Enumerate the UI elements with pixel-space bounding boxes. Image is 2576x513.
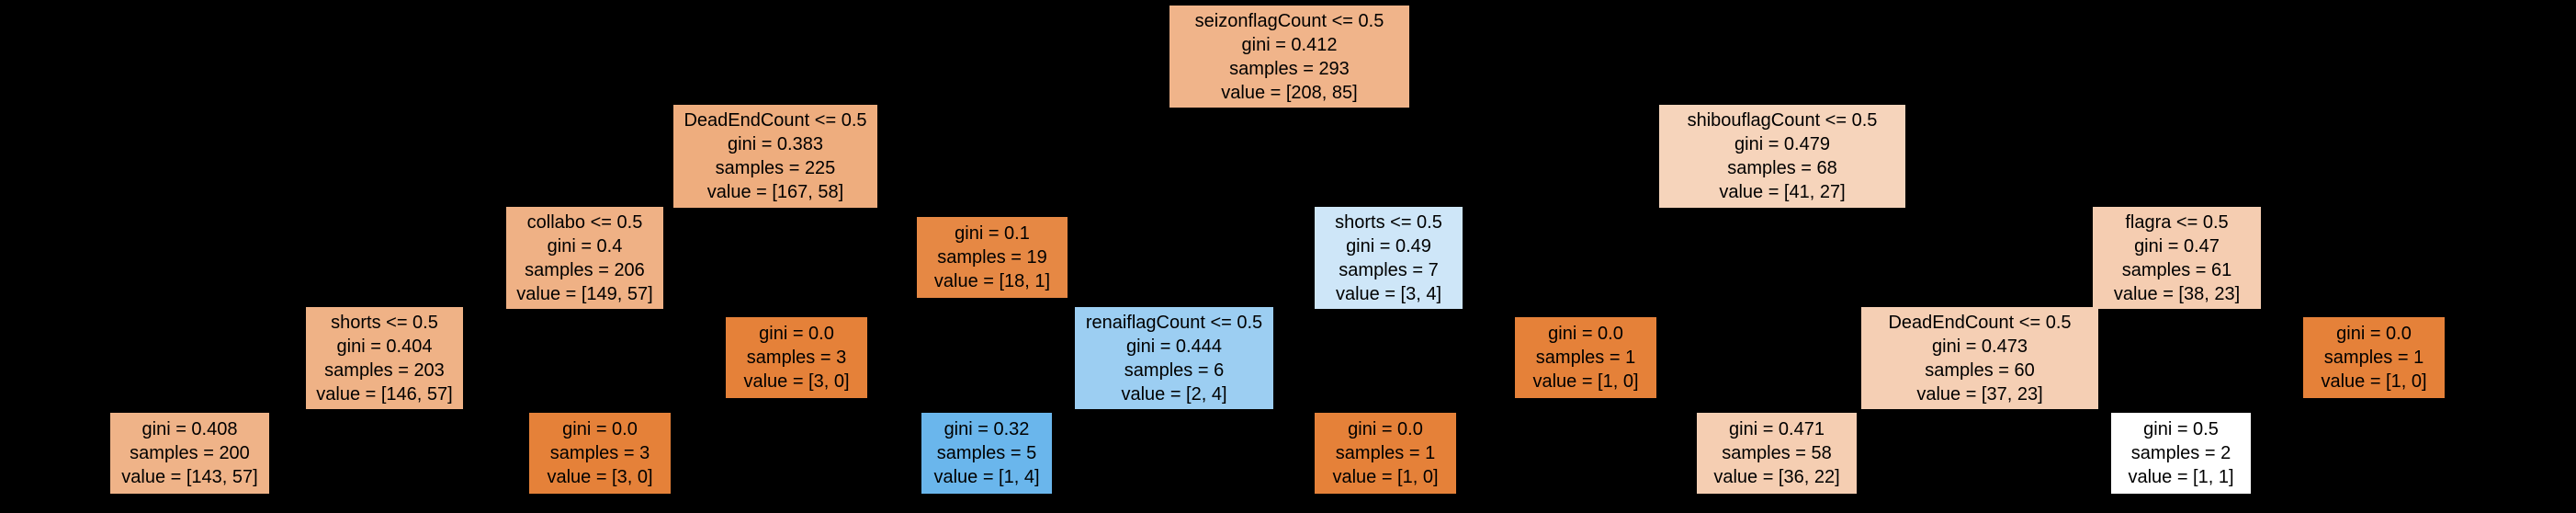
node-gini: gini = 0.0 bbox=[2336, 324, 2412, 344]
node-gini: gini = 0.479 bbox=[1734, 134, 1830, 154]
tree-node-leaf-gini-0-0-samples-1-bottom: gini = 0.0 samples = 1 value = [1, 0] bbox=[1315, 413, 1456, 494]
tree-node-leaf-gini-0-471: gini = 0.471 samples = 58 value = [36, 22] bbox=[1697, 413, 1857, 494]
node-samples: samples = 225 bbox=[715, 158, 836, 178]
tree-node-leaf-gini-0-32: gini = 0.32 samples = 5 value = [1, 4] bbox=[921, 413, 1052, 494]
node-gini: gini = 0.0 bbox=[1348, 419, 1423, 439]
tree-node-leaf-gini-0-0-samples-3-mid: gini = 0.0 samples = 3 value = [3, 0] bbox=[726, 317, 867, 398]
node-samples: samples = 200 bbox=[130, 443, 250, 463]
node-value: value = [1, 4] bbox=[933, 467, 1040, 487]
tree-node-root-seizonflagcount: seizonflagCount <= 0.5 gini = 0.412 sample… bbox=[1169, 6, 1409, 108]
node-samples: samples = 3 bbox=[746, 348, 847, 368]
node-value: value = [1, 0] bbox=[2321, 371, 2427, 392]
node-value: value = [149, 57] bbox=[516, 283, 653, 304]
node-samples: samples = 6 bbox=[1124, 359, 1225, 381]
node-samples: samples = 58 bbox=[1722, 443, 1832, 463]
node-gini: gini = 0.444 bbox=[1126, 336, 1222, 357]
tree-node-leaf-gini-0-408: gini = 0.408 samples = 200 value = [143, 5… bbox=[110, 413, 269, 494]
node-gini: gini = 0.5 bbox=[2143, 419, 2219, 439]
node-value: value = [143, 57] bbox=[121, 467, 258, 487]
node-gini: gini = 0.404 bbox=[336, 336, 433, 357]
node-split-condition: collabo <= 0.5 bbox=[526, 211, 643, 233]
node-gini: gini = 0.49 bbox=[1346, 235, 1431, 256]
node-samples: samples = 203 bbox=[324, 359, 445, 381]
node-gini: gini = 0.0 bbox=[1548, 324, 1623, 344]
node-samples: samples = 19 bbox=[937, 247, 1047, 268]
node-gini: gini = 0.1 bbox=[955, 223, 1030, 244]
node-value: value = [2, 4] bbox=[1121, 383, 1227, 405]
node-value: value = [208, 85] bbox=[1221, 82, 1358, 103]
node-split-condition: DeadEndCount <= 0.5 bbox=[684, 110, 867, 131]
node-value: value = [1, 0] bbox=[1532, 371, 1639, 392]
node-samples: samples = 1 bbox=[1535, 348, 1636, 368]
node-split-condition: shorts <= 0.5 bbox=[331, 312, 438, 333]
node-gini: gini = 0.412 bbox=[1241, 34, 1338, 55]
node-gini: gini = 0.32 bbox=[943, 419, 1030, 439]
node-samples: samples = 206 bbox=[525, 259, 645, 280]
node-gini: gini = 0.47 bbox=[2134, 235, 2220, 256]
tree-node-leaf-gini-0-0-samples-1-mid: gini = 0.0 samples = 1 value = [1, 0] bbox=[1515, 317, 1656, 398]
node-samples: samples = 5 bbox=[936, 443, 1037, 463]
node-samples: samples = 61 bbox=[2121, 259, 2232, 280]
node-samples: samples = 7 bbox=[1339, 259, 1439, 280]
node-gini: gini = 0.473 bbox=[1932, 336, 2028, 357]
node-value: value = [38, 23] bbox=[2113, 283, 2241, 304]
node-split-condition: flagra <= 0.5 bbox=[2125, 211, 2229, 233]
tree-node-leaf-gini-0-0-samples-3-bottom: gini = 0.0 samples = 3 value = [3, 0] bbox=[529, 413, 671, 494]
node-samples: samples = 60 bbox=[1925, 359, 2035, 381]
node-split-condition: DeadEndCount <= 0.5 bbox=[1888, 312, 2072, 333]
node-value: value = [1, 1] bbox=[2128, 467, 2234, 487]
node-value: value = [146, 57] bbox=[316, 383, 453, 405]
node-value: value = [1, 0] bbox=[1332, 467, 1439, 487]
node-value: value = [3, 4] bbox=[1335, 283, 1442, 304]
tree-node-shibouflagcount-right: shibouflagCount <= 0.5 gini = 0.479 sample… bbox=[1659, 105, 1905, 208]
node-gini: gini = 0.0 bbox=[759, 324, 834, 344]
node-value: value = [3, 0] bbox=[547, 467, 653, 487]
tree-node-leaf-gini-0-1: gini = 0.1 samples = 19 value = [18, 1] bbox=[917, 217, 1068, 298]
node-split-condition: seizonflagCount <= 0.5 bbox=[1194, 10, 1384, 31]
node-gini: gini = 0.408 bbox=[141, 419, 238, 439]
node-gini: gini = 0.0 bbox=[562, 419, 638, 439]
node-gini: gini = 0.383 bbox=[728, 134, 823, 154]
node-value: value = [36, 22] bbox=[1713, 467, 1840, 487]
node-value: value = [37, 23] bbox=[1916, 383, 2043, 405]
node-value: value = [41, 27] bbox=[1719, 182, 1846, 202]
node-gini: gini = 0.471 bbox=[1729, 419, 1825, 439]
node-samples: samples = 293 bbox=[1229, 58, 1350, 79]
node-samples: samples = 3 bbox=[549, 443, 650, 463]
node-gini: gini = 0.4 bbox=[547, 235, 623, 256]
node-value: value = [18, 1] bbox=[933, 271, 1051, 291]
node-split-condition: shorts <= 0.5 bbox=[1335, 211, 1442, 233]
node-split-condition: shibouflagCount <= 0.5 bbox=[1687, 110, 1878, 131]
node-samples: samples = 1 bbox=[1335, 443, 1436, 463]
node-split-condition: renaiflagCount <= 0.5 bbox=[1085, 312, 1263, 333]
node-samples: samples = 68 bbox=[1727, 158, 1837, 178]
tree-node-leaf-gini-0-0-samples-1-rightmost: gini = 0.0 samples = 1 value = [1, 0] bbox=[2303, 317, 2445, 398]
tree-node-deadendcount-left: DeadEndCount <= 0.5 gini = 0.383 samples =… bbox=[673, 105, 877, 208]
tree-node-leaf-gini-0-5-tied: gini = 0.5 samples = 2 value = [1, 1] bbox=[2111, 413, 2251, 494]
node-samples: samples = 1 bbox=[2323, 348, 2424, 368]
node-value: value = [3, 0] bbox=[743, 371, 850, 392]
node-samples: samples = 2 bbox=[2130, 443, 2231, 463]
node-value: value = [167, 58] bbox=[706, 182, 844, 202]
